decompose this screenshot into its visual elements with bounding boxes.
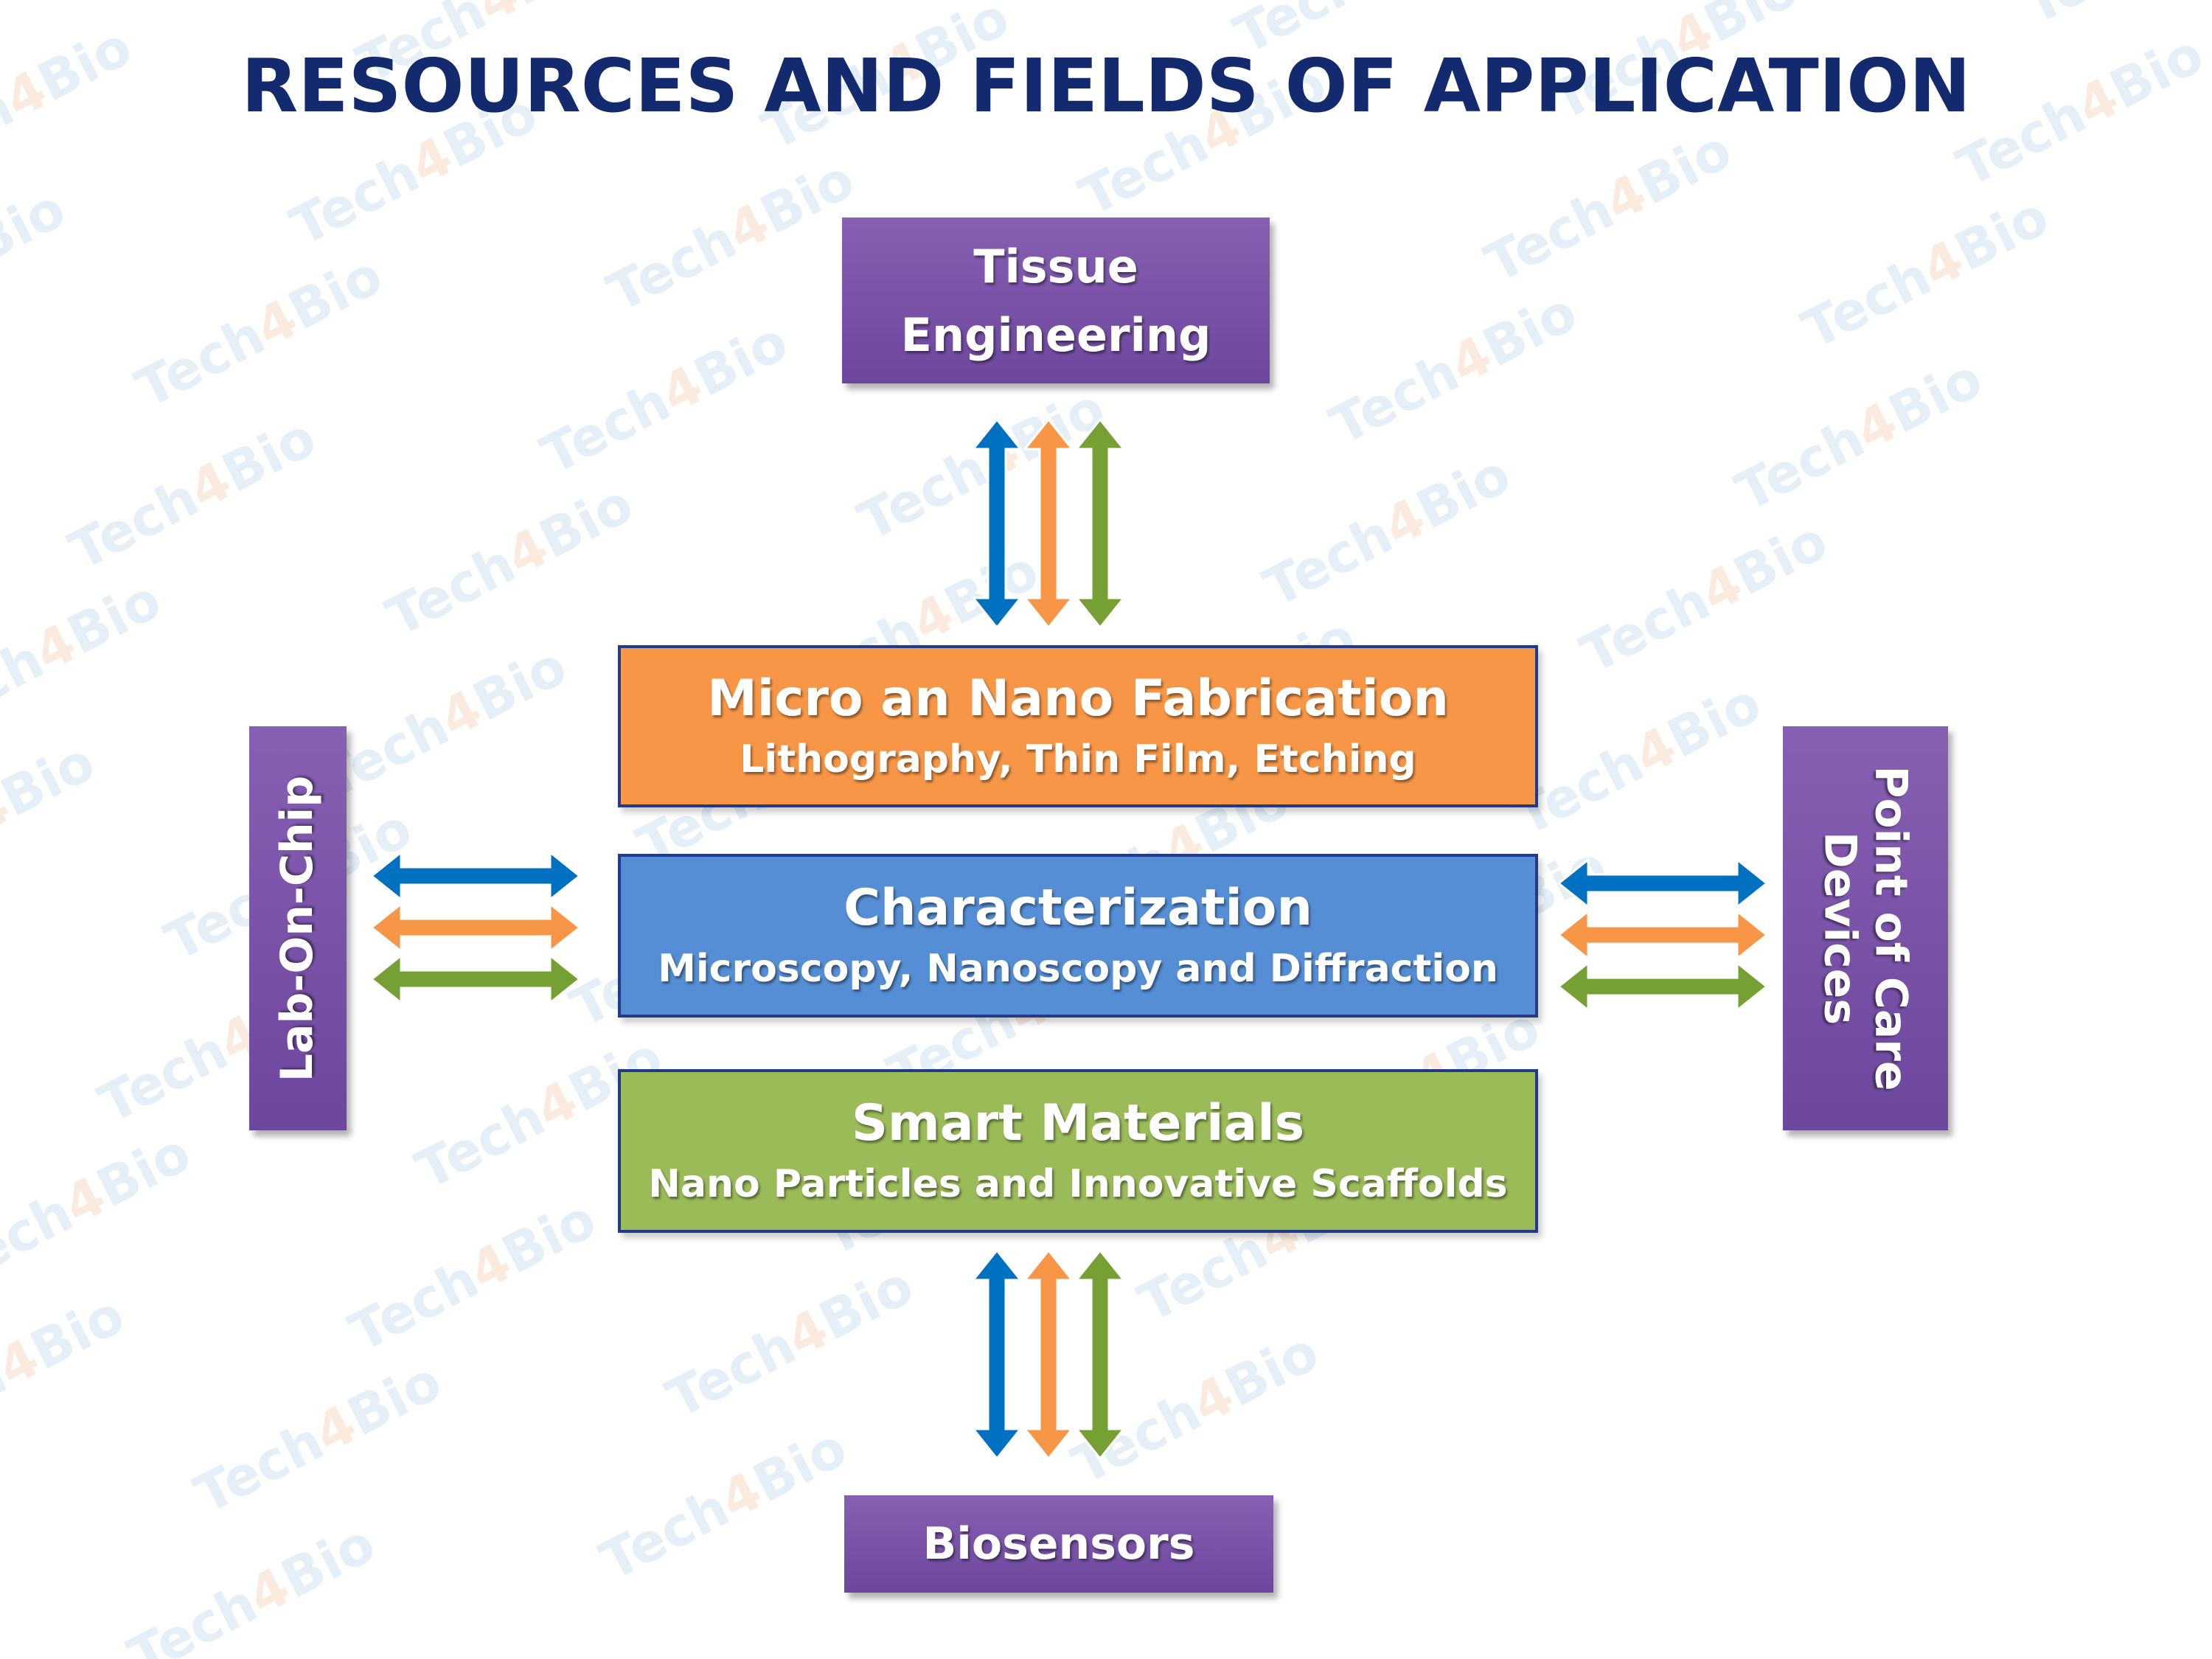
watermark-text: Tech4Bio xyxy=(1571,509,1837,686)
watermark-text: Tech4Bio xyxy=(0,1283,134,1460)
watermark-text: Tech4Bio xyxy=(376,472,643,649)
watermark-text: Tech4Bio xyxy=(1504,671,1771,848)
point-of-care-line2: Devices xyxy=(1815,831,1867,1026)
orange-double-arrow-icon xyxy=(1022,1248,1075,1461)
watermark-text: Tech4Bio xyxy=(1792,184,2059,361)
tissue-engineering-line2: Engineering xyxy=(900,307,1211,362)
smart-materials-title: Smart Materials xyxy=(851,1093,1305,1152)
green-double-arrow-icon xyxy=(1074,417,1127,630)
left-double-arrows xyxy=(369,849,582,1006)
watermark-text: Tech4Bio xyxy=(597,147,864,324)
watermark-text: Tech4Bio xyxy=(0,730,105,846)
blue-double-arrow-icon xyxy=(970,417,1023,630)
watermark-text: Tech4Bio xyxy=(0,1121,201,1298)
fabrication-box: Micro an Nano Fabrication Lithography, T… xyxy=(618,645,1538,807)
watermark-text: Tech4Bio xyxy=(0,177,75,276)
orange-double-arrow-icon xyxy=(1022,417,1075,630)
characterization-subtitle: Microscopy, Nanoscopy and Diffraction xyxy=(658,946,1498,991)
watermark-text: Tech4Bio xyxy=(118,1512,385,1659)
smart-materials-subtitle: Nano Particles and Innovative Scaffolds xyxy=(648,1161,1508,1206)
tissue-engineering-line1: Tissue xyxy=(973,239,1138,293)
green-double-arrow-icon xyxy=(1074,1248,1127,1461)
green-double-arrow-icon xyxy=(369,953,582,1006)
watermark-text: Tech4Bio xyxy=(1475,118,1742,295)
fabrication-title: Micro an Nano Fabrication xyxy=(707,669,1449,728)
lab-on-chip-label: Lab-On-Chip xyxy=(271,775,324,1082)
watermark-text: Tech4Bio xyxy=(59,406,326,582)
green-double-arrow-icon xyxy=(1557,960,1769,1013)
orange-double-arrow-icon xyxy=(1557,908,1769,961)
smart-materials-box: Smart Materials Nano Particles and Innov… xyxy=(618,1069,1538,1233)
watermark-text: Tech4Bio xyxy=(590,1416,857,1593)
watermark-text: Tech4Bio xyxy=(1725,347,1992,524)
page-title: RESOURCES AND FIELDS OF APPLICATION xyxy=(241,43,1971,129)
lab-on-chip-box: Lab-On-Chip xyxy=(249,726,347,1130)
right-double-arrows xyxy=(1557,857,1769,1013)
point-of-care-line1: Point of Care xyxy=(1865,765,1918,1091)
watermark-text: Tech4Bio xyxy=(1320,280,1587,457)
watermark-text: Tech4Bio xyxy=(2014,0,2212,36)
orange-double-arrow-icon xyxy=(369,901,582,954)
watermark-text: Tech4Bio xyxy=(184,1349,451,1526)
biosensors-label: Biosensors xyxy=(922,1517,1195,1570)
tissue-engineering-box: Tissue Engineering xyxy=(842,218,1270,383)
watermark-text: Tech4Bio xyxy=(1253,442,1520,619)
watermark-text: Tech4Bio xyxy=(656,1253,923,1430)
point-of-care-box: Point of Care Devices xyxy=(1783,726,1948,1130)
watermark-text: Tech4Bio xyxy=(125,243,392,420)
biosensors-box: Biosensors xyxy=(844,1495,1273,1593)
watermark-text: Tech4Bio xyxy=(339,1187,606,1364)
watermark-text: Tech4Bio xyxy=(310,634,577,811)
blue-double-arrow-icon xyxy=(369,849,582,902)
watermark-text: Tech4Bio xyxy=(0,568,171,745)
blue-double-arrow-icon xyxy=(1557,857,1769,910)
watermark-text: Tech4Bio xyxy=(531,310,798,487)
characterization-box: Characterization Microscopy, Nanoscopy a… xyxy=(618,854,1538,1018)
bottom-double-arrows xyxy=(970,1248,1127,1461)
characterization-title: Characterization xyxy=(844,878,1312,937)
top-double-arrows xyxy=(970,417,1127,630)
blue-double-arrow-icon xyxy=(970,1248,1023,1461)
fabrication-subtitle: Lithography, Thin Film, Etching xyxy=(740,737,1416,782)
